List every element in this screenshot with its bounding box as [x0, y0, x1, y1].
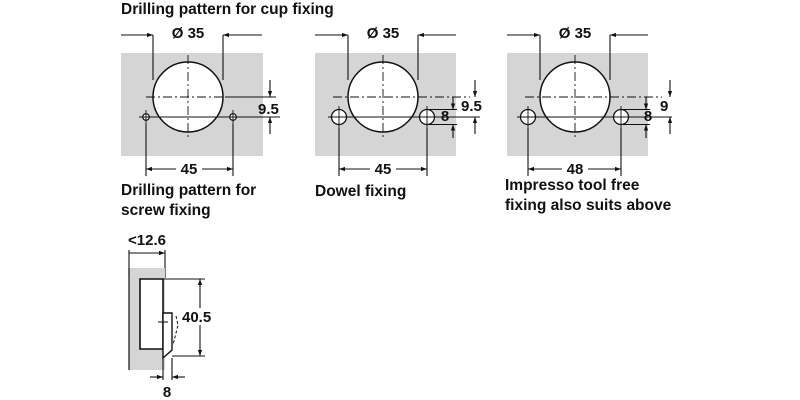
hinge-side-view: <12.6 40.5 8 — [128, 232, 218, 400]
height-label: 40.5 — [182, 309, 211, 326]
offset-label: 9 — [660, 98, 668, 115]
page-title: Drilling pattern for cup fixing — [121, 1, 334, 18]
hole-label: 8 — [644, 108, 652, 125]
diameter-label: Ø 35 — [367, 25, 400, 42]
hinge-cup — [139, 278, 164, 350]
max-depth-label: <12.6 — [128, 232, 166, 249]
caption-screw-line1: Drilling pattern for — [121, 182, 257, 199]
hole-label: 8 — [441, 108, 449, 125]
impresso-fixing-pattern: Ø 35 8 9 48 — [507, 25, 673, 178]
spacing-label: 45 — [375, 161, 392, 178]
offset-label: 9.5 — [258, 101, 279, 118]
caption-impresso-line1: Impresso tool free — [505, 177, 640, 194]
offset-label: 9.5 — [461, 98, 482, 115]
caption-impresso-line2: fixing also suits above — [505, 197, 672, 214]
dowel-fixing-pattern: Ø 35 8 9.5 45 — [315, 25, 482, 178]
screw-fixing-pattern: Ø 35 9.5 45 — [121, 25, 280, 178]
caption-screw-line2: screw fixing — [121, 202, 211, 219]
spacing-label: 45 — [181, 161, 198, 178]
width-label: 8 — [163, 384, 171, 400]
hinge-arm — [162, 312, 173, 360]
diameter-label: Ø 35 — [172, 25, 205, 42]
caption-dowel: Dowel fixing — [315, 183, 407, 200]
diameter-label: Ø 35 — [559, 25, 592, 42]
spacing-label: 48 — [567, 161, 584, 178]
